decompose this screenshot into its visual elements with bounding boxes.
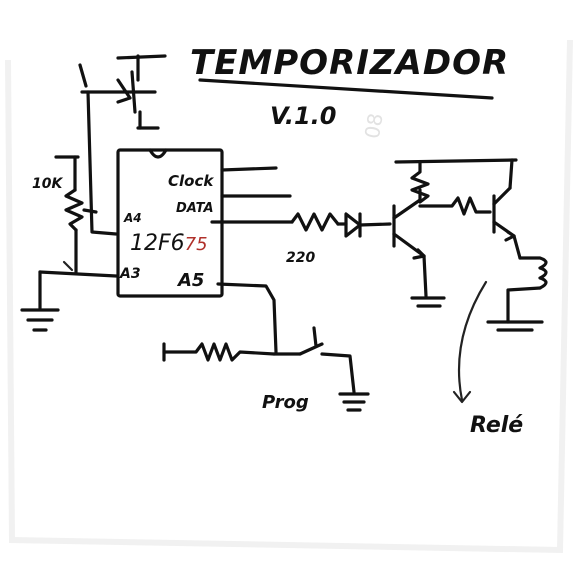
title-underline [198,78,494,100]
pot-label: 10K [32,176,63,192]
clock-wire [220,166,278,172]
transistor-q2 [492,158,522,260]
title-text: TEMPORIZADOR [190,43,509,83]
prog-pushbutton [272,326,370,412]
relay-pointer-arrow [457,280,488,402]
version-text: V.1.0 [270,102,336,130]
relay-arrow-head [452,390,472,404]
potentiometer-10k [54,155,98,274]
resistor-220 [290,212,340,232]
relay-label: Relé [470,413,523,438]
diode [336,212,392,238]
relay-coil [486,256,548,332]
pin-label-a5: A5 [176,270,204,291]
chip-part-number: 12F675 [130,231,208,256]
vdd-rail-wire [86,90,118,236]
pic-chip-notch [148,148,168,159]
paper-edge-shade [5,39,573,554]
top-rail-wire [394,158,518,164]
supply-transistor-symbol [78,54,167,130]
ground-left [20,260,118,332]
collector-resistor [410,160,430,204]
base-resistor-q2 [418,196,492,216]
transistor-q1 [392,188,446,308]
prog-wire [216,282,278,354]
prog-resistor [162,342,276,362]
pin-label-clock: Clock [168,172,214,190]
resistor-label: 220 [286,250,315,266]
paper-ghost-print: 08 [360,111,388,140]
pin-label-data: DATA [176,201,214,216]
pin-label-a3: A3 [119,266,141,282]
pin-label-a4: A4 [123,211,142,225]
prog-label: Prog [262,392,309,413]
